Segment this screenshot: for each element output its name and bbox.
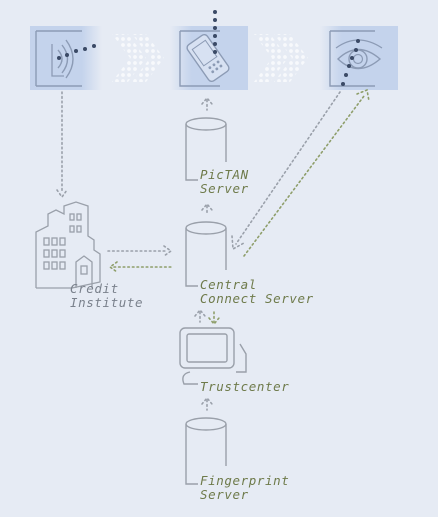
trustcenter-label-text: Trustcenter <box>200 379 290 394</box>
arrow-central-to-eye <box>243 88 370 257</box>
wireless-signal-icon <box>30 26 102 90</box>
credit-institute-label-line1: Credit <box>70 281 119 296</box>
fingerprint-server-label-line1: Fingerprint <box>200 473 290 488</box>
arrow-fingerprint-to-trustcenter <box>201 396 213 411</box>
fingerprint-server-label-line2: Server <box>200 487 249 502</box>
computer-terminal-icon <box>179 327 247 385</box>
line-wireless-to-bank <box>56 91 68 199</box>
arrow-wireless-to-phone <box>112 34 164 82</box>
credit-institute-label-line2: Institute <box>70 295 144 310</box>
mobile-phone-icon <box>170 26 248 90</box>
signal-dot-trail <box>57 10 360 86</box>
arrow-bank-to-central <box>107 245 173 257</box>
pictan-server-cylinder <box>185 117 227 181</box>
arrow-central-trustcenter <box>194 308 220 326</box>
fingerprint-server-cylinder <box>185 417 227 485</box>
trustcenter-label: Trustcenter <box>200 380 289 394</box>
arrow-eye-to-central <box>231 91 341 251</box>
arrow-pictan-to-phone <box>201 96 213 111</box>
arrow-phone-to-eye <box>254 34 308 82</box>
pictan-server-label-line2: Server <box>200 181 249 196</box>
central-connect-server-label-line2: Connect Server <box>200 291 314 306</box>
central-connect-server-label-line1: Central <box>200 277 257 292</box>
arrow-central-to-bank <box>108 261 173 273</box>
eye-scan-icon <box>320 26 398 90</box>
bank-building-icon <box>35 201 101 289</box>
pictan-server-label: PicTAN Server <box>200 168 249 196</box>
pictan-server-label-line1: PicTAN <box>200 167 249 182</box>
credit-institute-label: Credit Institute <box>70 282 143 310</box>
central-connect-server-label: Central Connect Server <box>200 278 314 306</box>
fingerprint-server-label: Fingerprint Server <box>200 474 289 502</box>
arrow-central-to-pictan <box>201 202 213 215</box>
central-connect-server-cylinder <box>185 221 227 287</box>
